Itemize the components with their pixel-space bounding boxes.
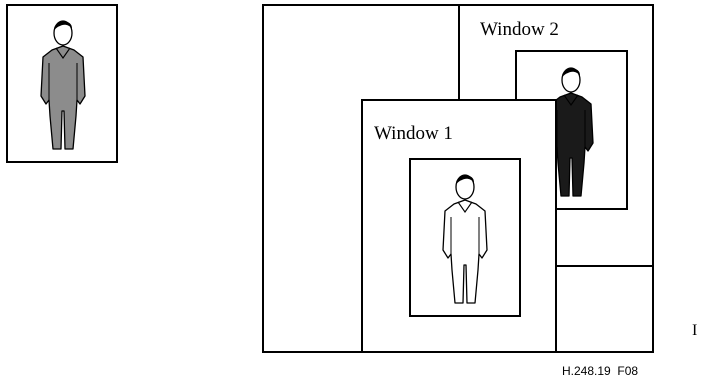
edge-mark: I bbox=[692, 322, 697, 339]
window-2-label: Window 2 bbox=[480, 19, 559, 40]
window-1-label: Window 1 bbox=[374, 123, 453, 144]
figure-label: H.248.19 F08 bbox=[562, 364, 638, 378]
